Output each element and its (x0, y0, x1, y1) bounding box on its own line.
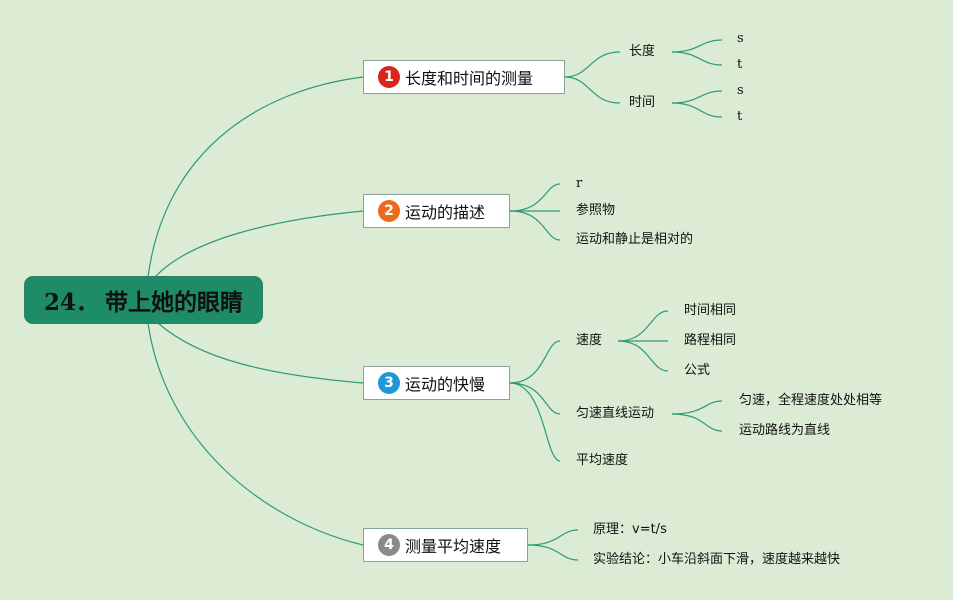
link-b1-length (564, 51, 621, 78)
node-time-t[interactable]: t (737, 109, 743, 124)
node-speed[interactable]: 速度 (576, 333, 603, 348)
link-b1-time (564, 76, 621, 104)
branch-length-time[interactable]: 1 长度和时间的测量 (363, 60, 565, 94)
badge-4: 4 (378, 534, 400, 556)
node-length-t[interactable]: t (737, 57, 743, 72)
link-b3-uniform (509, 382, 561, 415)
root-number: 24． (43, 289, 99, 316)
node-reference-object[interactable]: 参照物 (576, 203, 616, 218)
link-length-s (671, 39, 723, 53)
link-uniform-1 (671, 400, 723, 415)
node-time[interactable]: 时间 (629, 95, 656, 110)
branch-label: 长度和时间的测量 (405, 69, 534, 88)
node-experiment-conclusion[interactable]: 实验结论：小车沿斜面下滑，速度越来越快 (593, 552, 841, 567)
node-formula[interactable]: 公式 (684, 363, 711, 378)
node-r[interactable]: r (576, 176, 583, 191)
branch-motion-speed[interactable]: 3 运动的快慢 (363, 366, 510, 400)
branch-label: 运动的快慢 (405, 375, 486, 394)
link-root-branch-1 (147, 76, 364, 278)
link-root-branch-4 (147, 322, 364, 546)
link-uniform-2 (671, 413, 723, 432)
badge-2: 2 (378, 200, 400, 222)
node-average-speed[interactable]: 平均速度 (576, 453, 629, 468)
link-length-t (671, 51, 723, 66)
node-relative-motion[interactable]: 运动和静止是相对的 (576, 232, 694, 247)
link-b3-average (509, 382, 561, 462)
node-time-s[interactable]: s (737, 83, 744, 98)
node-same-time[interactable]: 时间相同 (684, 303, 737, 318)
node-length[interactable]: 长度 (629, 44, 656, 59)
root-title: 带上她的眼睛 (105, 290, 243, 316)
node-uniform-linear-motion[interactable]: 匀速直线运动 (576, 406, 655, 421)
badge-1: 1 (378, 66, 400, 88)
branch-label: 测量平均速度 (405, 537, 502, 556)
link-root-branch-2 (154, 210, 364, 278)
link-b4-conclusion (527, 544, 579, 561)
node-straight-path[interactable]: 运动路线为直线 (739, 423, 831, 438)
link-b3-speed (509, 340, 561, 384)
node-same-distance[interactable]: 路程相同 (684, 333, 737, 348)
link-b4-principle (527, 529, 579, 546)
branch-label: 运动的描述 (405, 203, 486, 222)
badge-3: 3 (378, 372, 400, 394)
node-uniform-speed-everywhere[interactable]: 匀速，全程速度处处相等 (739, 393, 883, 408)
node-length-s[interactable]: s (737, 31, 744, 46)
link-root-branch-3 (157, 322, 364, 384)
link-speed-formula (617, 340, 669, 372)
link-speed-time (617, 310, 669, 342)
branch-motion-description[interactable]: 2 运动的描述 (363, 194, 510, 228)
root-topic[interactable]: 24． 带上她的眼睛 (25, 277, 262, 323)
branch-measure-average-speed[interactable]: 4 测量平均速度 (363, 528, 528, 562)
link-time-s (671, 90, 723, 104)
node-principle[interactable]: 原理：v=t/s (593, 522, 667, 537)
link-b2-relative (509, 210, 561, 241)
link-b2-r (509, 183, 561, 212)
link-time-t (671, 102, 723, 118)
